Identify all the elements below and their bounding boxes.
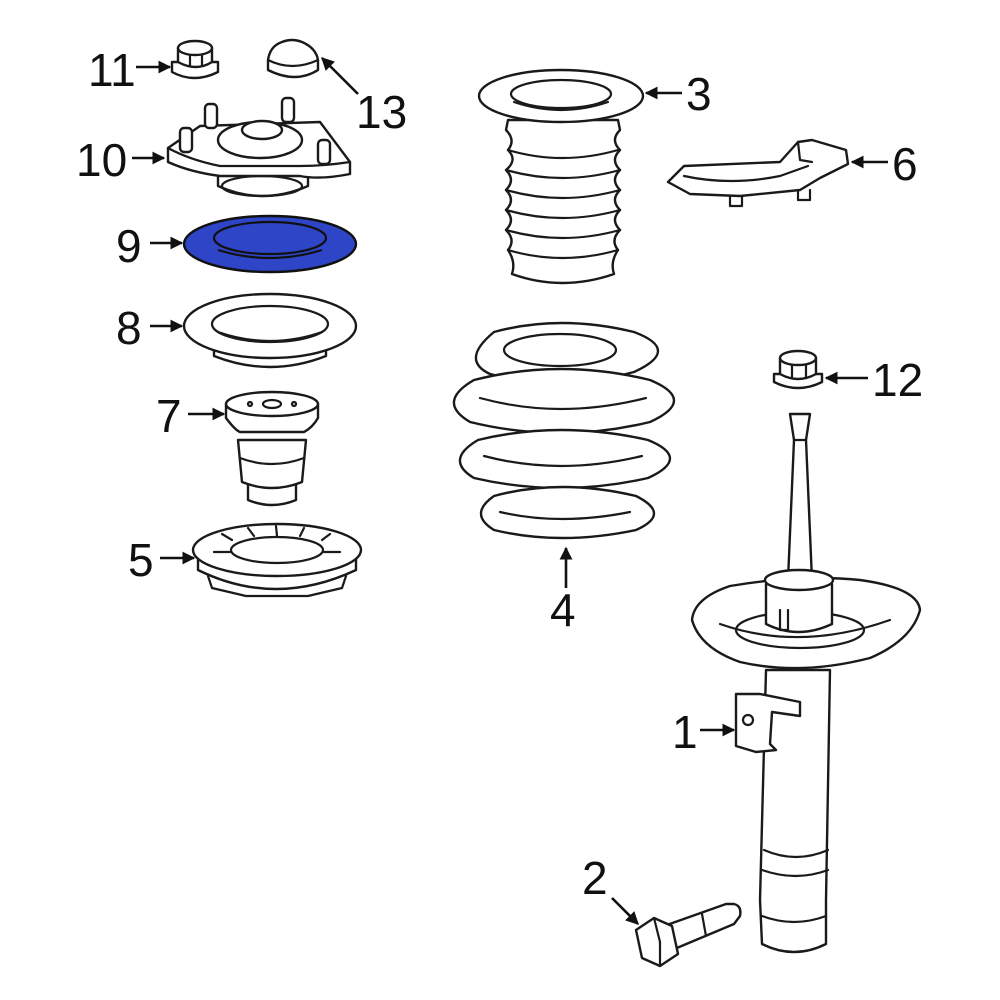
callout-6: 6 xyxy=(892,138,918,190)
part-3-dust-boot xyxy=(477,68,645,285)
callout-3: 3 xyxy=(686,68,712,120)
callout-7: 7 xyxy=(156,390,182,442)
callout-leaders xyxy=(132,57,888,925)
callout-2: 2 xyxy=(582,852,608,904)
callout-12: 12 xyxy=(872,354,923,406)
part-6-bracket xyxy=(666,138,850,208)
callout-11: 11 xyxy=(88,44,136,96)
callout-5: 5 xyxy=(128,534,154,586)
callout-labels: 11 13 10 9 8 7 5 3 6 4 12 1 2 xyxy=(76,44,923,904)
callout-9: 9 xyxy=(116,220,142,272)
part-8-spring-seat xyxy=(182,292,358,369)
callout-13: 13 xyxy=(356,86,407,138)
part-10-strut-mount xyxy=(166,96,352,198)
callout-4: 4 xyxy=(550,584,576,636)
callout-8: 8 xyxy=(116,302,142,354)
callout-10: 10 xyxy=(76,134,127,186)
callout-1: 1 xyxy=(672,706,698,758)
part-9-insulator-highlighted xyxy=(182,214,358,274)
part-7-bump-stop xyxy=(224,390,320,507)
part-2-bolt xyxy=(634,902,742,968)
part-4-coil-spring xyxy=(452,321,676,540)
part-12-nut xyxy=(772,349,824,390)
part-11-nut xyxy=(170,39,220,80)
leader-2 xyxy=(611,897,639,925)
leader-13 xyxy=(321,57,359,95)
part-5-lower-spring-seat xyxy=(191,522,363,598)
part-13-cap xyxy=(266,38,320,79)
part-1-strut-assembly xyxy=(690,412,922,954)
